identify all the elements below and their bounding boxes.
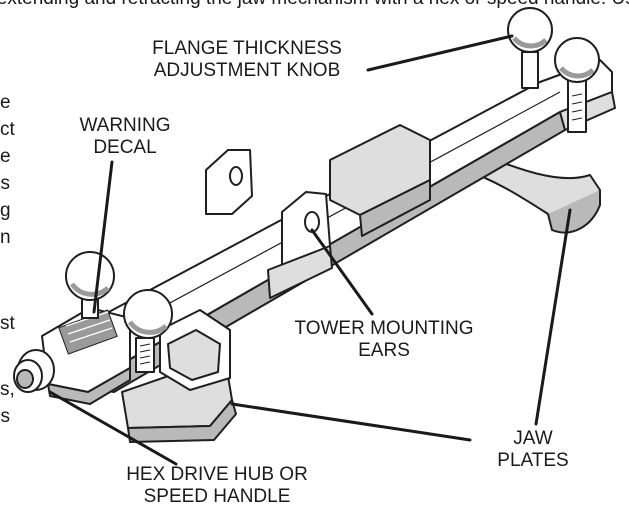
back-knob	[554, 37, 600, 133]
clipped-fragment: ct	[0, 119, 15, 140]
clipped-top-line: y extending and retracting the jaw mecha…	[0, 0, 629, 10]
leader-warning-decal	[92, 160, 114, 314]
leader-jaw-back	[534, 208, 572, 426]
leader-flange-knob	[366, 34, 514, 72]
clipped-fragment: e	[0, 146, 11, 167]
label-line: EARS	[358, 340, 410, 361]
clipped-fragment: st	[0, 313, 15, 334]
label-tower-ears: TOWER MOUNTING EARS	[294, 318, 474, 362]
label-line: DECAL	[93, 137, 157, 158]
leader-tower-ears	[310, 228, 374, 316]
clipped-fragment: s,	[0, 379, 15, 400]
clipped-fragment: s	[0, 406, 11, 427]
label-line: HEX DRIVE HUB OR	[126, 464, 308, 485]
label-line: WARNING	[79, 115, 171, 136]
front-right-knob	[123, 289, 173, 373]
label-warning-decal: WARNING DECAL	[70, 115, 180, 159]
label-hex-drive: HEX DRIVE HUB OR SPEED HANDLE	[112, 464, 322, 508]
clipped-fragment: s	[0, 173, 11, 194]
flange-thickness-knob	[507, 7, 553, 89]
leader-hex-drive	[48, 390, 178, 466]
label-line: FLANGE THICKNESS	[152, 38, 342, 59]
label-jaw-plates: JAW PLATES	[478, 428, 588, 472]
label-flange-knob: FLANGE THICKNESS ADJUSTMENT KNOB	[122, 38, 372, 82]
clipped-fragment: n	[0, 227, 11, 248]
label-line: SPEED HANDLE	[143, 486, 291, 507]
label-line: JAW	[513, 428, 553, 449]
label-line: ADJUSTMENT KNOB	[153, 60, 341, 81]
clipped-fragment: e	[0, 92, 11, 113]
clipped-fragment: g	[0, 200, 11, 221]
label-line: PLATES	[497, 450, 569, 471]
back-tower-ear	[205, 149, 253, 215]
label-line: TOWER MOUNTING	[294, 318, 474, 339]
hex-drive-hub	[13, 349, 55, 393]
leader-jaw-front	[230, 402, 472, 442]
front-left-knob	[65, 251, 115, 319]
